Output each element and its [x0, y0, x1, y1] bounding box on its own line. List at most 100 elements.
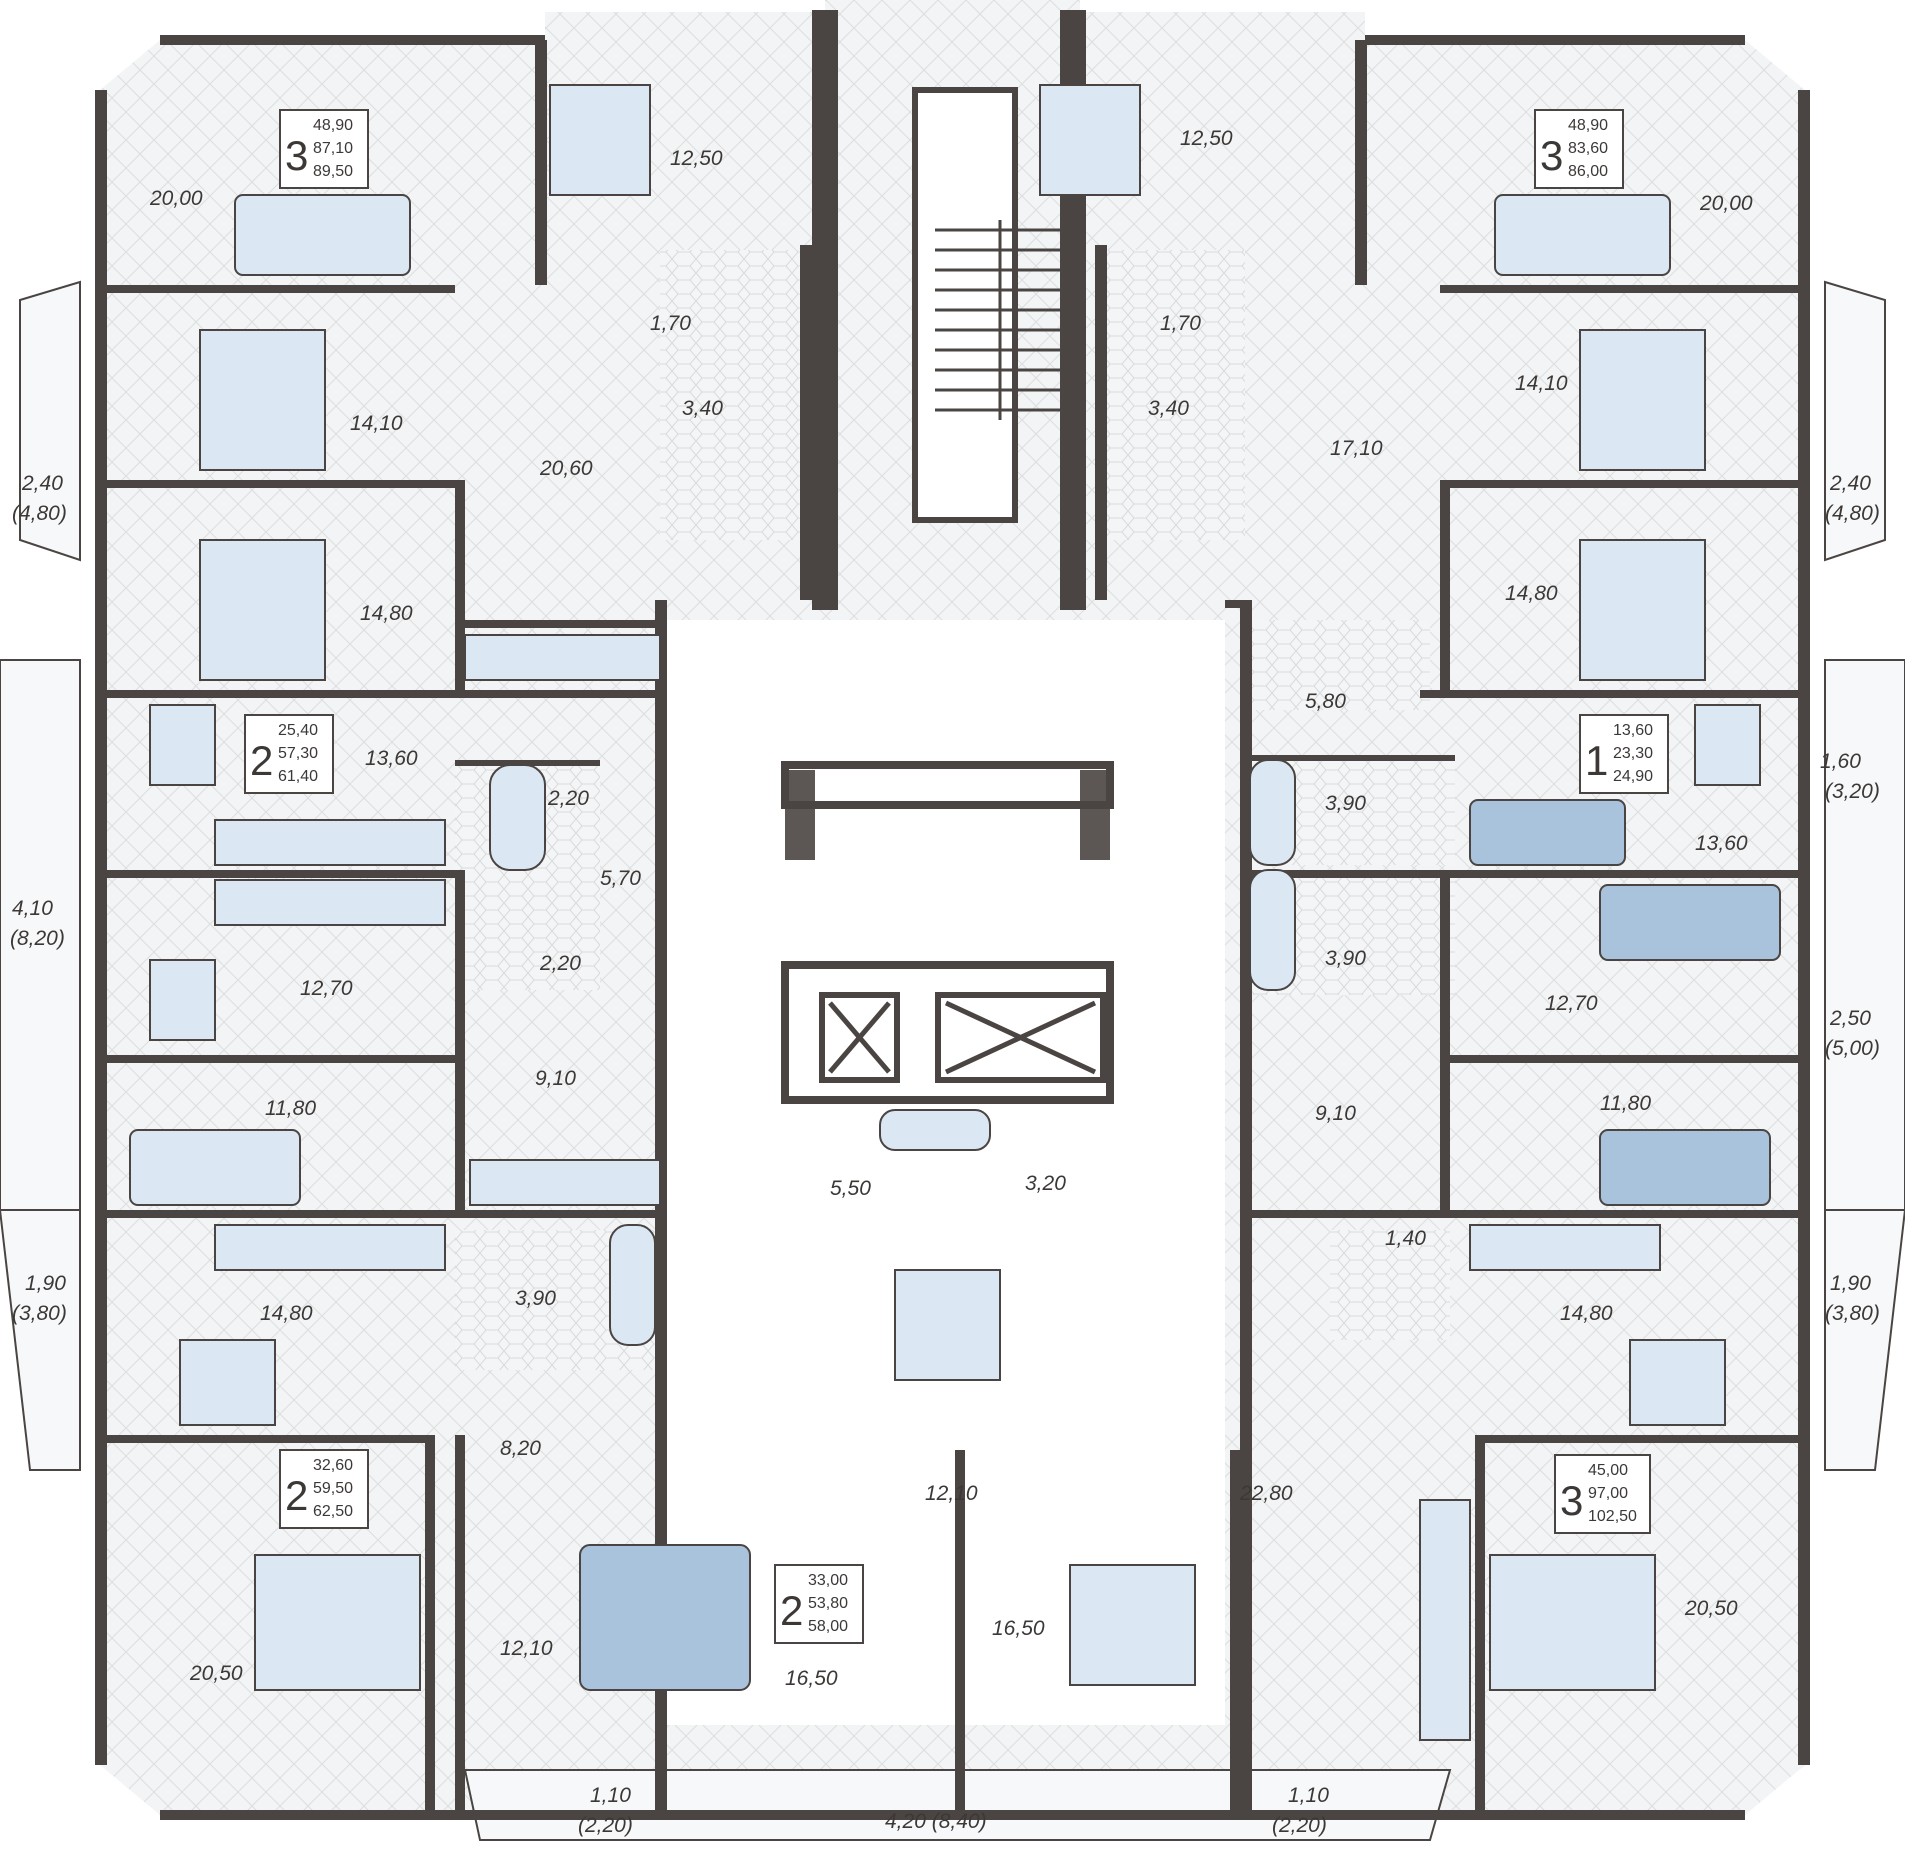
total-area-with-balcony: 24,90: [1613, 768, 1653, 785]
balcony-area: (3,80): [1825, 1302, 1880, 1325]
balcony-area: 4,10: [12, 897, 53, 920]
room-area: 11,80: [265, 1097, 316, 1120]
bed: [1579, 539, 1706, 681]
dining-table: [1039, 84, 1141, 196]
bed: [199, 539, 326, 681]
balcony-area: (3,80): [12, 1302, 67, 1325]
room-area: 22,80: [1239, 1482, 1293, 1505]
balcony-area: (3,20): [1825, 780, 1880, 803]
room-area: 11,80: [1600, 1092, 1651, 1115]
sofa: [234, 194, 411, 276]
living-area: 13,60: [1613, 722, 1653, 739]
total-area: 83,60: [1568, 140, 1608, 157]
apartment-badge-bottom-left[interactable]: 2 32,60 59,50 62,50: [279, 1449, 369, 1529]
room-area: 3,90: [1325, 947, 1366, 970]
room-area: 2,20: [539, 952, 581, 975]
balcony-area: (8,20): [10, 927, 65, 950]
bathtub: [609, 1224, 656, 1346]
kitchen-counter: [214, 1224, 446, 1271]
kitchen-counter: [894, 1269, 1001, 1381]
room-area: 14,80: [360, 602, 413, 625]
sofa: [1469, 799, 1626, 866]
total-area-with-balcony: 58,00: [808, 1618, 848, 1635]
living-area: 25,40: [278, 722, 318, 739]
total-area: 59,50: [313, 1480, 353, 1497]
room-area-labels: 20,00 12,50 1,70 3,40 14,10 20,60 14,80 …: [10, 127, 1880, 1837]
bed: [1069, 1564, 1196, 1686]
bed: [254, 1554, 421, 1691]
room-count: 3: [1560, 1477, 1583, 1524]
furniture: [129, 84, 1781, 1741]
wardrobe: [469, 1159, 661, 1206]
room-area: 13,60: [365, 747, 418, 770]
room-area: 3,20: [1025, 1172, 1066, 1195]
living-area: 48,90: [313, 117, 353, 134]
room-area: 12,70: [300, 977, 353, 1000]
room-area: 12,50: [1180, 127, 1233, 150]
kitchen-counter: [214, 879, 446, 926]
total-area: 23,30: [1613, 745, 1653, 762]
balcony-area: 2,40: [1829, 472, 1871, 495]
room-area: 1,70: [1160, 312, 1201, 335]
balcony-area: (4,80): [1825, 502, 1880, 525]
room-count: 3: [1540, 132, 1563, 179]
room-area: 13,60: [1695, 832, 1748, 855]
wardrobe: [464, 634, 661, 681]
room-area: 9,10: [1315, 1102, 1356, 1125]
sofa: [579, 1544, 751, 1691]
room-area: 20,60: [539, 457, 593, 480]
balcony-area: 2,50: [1829, 1007, 1871, 1030]
apartment-badges: 3 48,90 87,10 89,50 3 48,90 83,60 86,00 …: [244, 109, 1669, 1644]
room-area: 20,00: [149, 187, 203, 210]
balcony-area: (5,00): [1825, 1037, 1880, 1060]
apartment-badge-left-middle[interactable]: 2 25,40 57,30 61,40: [244, 714, 334, 794]
room-area: 14,80: [260, 1302, 313, 1325]
room-area: 12,70: [1545, 992, 1598, 1015]
wardrobe: [1419, 1499, 1471, 1741]
room-count: 2: [250, 737, 273, 784]
living-area: 48,90: [1568, 117, 1608, 134]
apartment-badge-bottom-center[interactable]: 2 33,00 53,80 58,00: [774, 1564, 864, 1644]
bathtub: [1249, 759, 1296, 866]
room-area: 20,00: [1699, 192, 1753, 215]
kitchen-counter: [214, 819, 446, 866]
balcony-area: 4,20 (8,40): [885, 1810, 987, 1833]
room-count: 1: [1585, 737, 1608, 784]
dining-table: [549, 84, 651, 196]
room-area: 14,80: [1560, 1302, 1613, 1325]
room-area: 1,70: [650, 312, 691, 335]
room-area: 14,10: [1515, 372, 1568, 395]
room-area: 16,50: [785, 1667, 838, 1690]
room-area: 1,40: [1385, 1227, 1426, 1250]
bed: [199, 329, 326, 471]
dining-table: [1629, 1339, 1726, 1426]
balcony-area: (2,20): [1272, 1814, 1327, 1837]
room-area: 2,20: [547, 787, 589, 810]
room-area: 3,40: [1148, 397, 1189, 420]
room-area: 20,50: [189, 1662, 243, 1685]
apartment-badge-top-right[interactable]: 3 48,90 83,60 86,00: [1534, 109, 1624, 189]
room-area: 9,10: [535, 1067, 576, 1090]
bed: [1579, 329, 1706, 471]
room-area: 3,40: [682, 397, 723, 420]
room-area: 17,10: [1330, 437, 1383, 460]
balcony-area: (4,80): [12, 502, 67, 525]
living-area: 45,00: [1588, 1462, 1628, 1479]
total-area: 53,80: [808, 1595, 848, 1612]
apartment-badge-right-middle[interactable]: 1 13,60 23,30 24,90: [1579, 714, 1669, 794]
total-area-with-balcony: 61,40: [278, 768, 318, 785]
room-area: 12,50: [670, 147, 723, 170]
apartment-badge-bottom-right[interactable]: 3 45,00 97,00 102,50: [1554, 1454, 1651, 1534]
walls: [95, 35, 1810, 1820]
bathtub: [879, 1109, 991, 1151]
balcony-area: 1,10: [1288, 1784, 1329, 1807]
bathtub: [1249, 869, 1296, 991]
balcony-area: 1,90: [25, 1272, 66, 1295]
bathtub: [489, 764, 546, 871]
total-area-with-balcony: 89,50: [313, 163, 353, 180]
balcony-area: 2,40: [21, 472, 63, 495]
living-area: 33,00: [808, 1572, 848, 1589]
apartment-badge-top-left[interactable]: 3 48,90 87,10 89,50: [279, 109, 369, 189]
room-count: 2: [780, 1587, 803, 1634]
sofa: [129, 1129, 301, 1206]
